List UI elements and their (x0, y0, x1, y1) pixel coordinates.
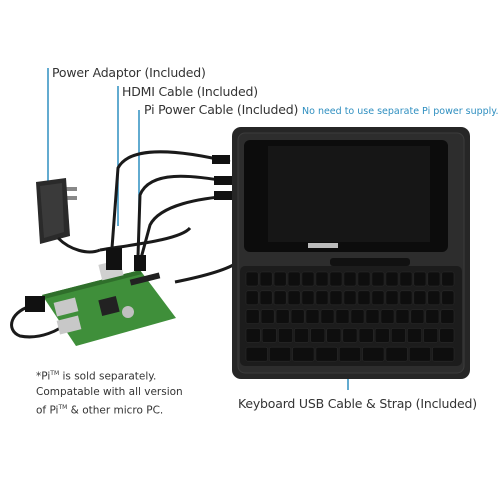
plug-1 (212, 155, 230, 164)
label-no-need: No need to use separate Pi power supply. (302, 106, 499, 117)
note-line-3: of PiTM & other micro PC. (36, 403, 164, 417)
keyboard-key (315, 290, 329, 306)
note-line-1: *PiTM is sold separately. (36, 370, 157, 383)
keyboard-key (294, 328, 309, 343)
keyboard-key (301, 271, 315, 287)
plug-2 (214, 176, 232, 185)
keyboard-key (385, 271, 399, 287)
keyboard-key (245, 309, 260, 324)
keyboard-key (385, 290, 399, 306)
compatibility-note: *PiTM is sold separately. Compatable wit… (36, 366, 183, 418)
keyboard-key (245, 290, 259, 306)
keyboard-key (390, 328, 406, 343)
keyboard-key (329, 290, 343, 306)
keyboard-key (432, 346, 455, 362)
keyboard-key (365, 309, 380, 324)
keyboard-key (413, 271, 427, 287)
keyboard-key (335, 309, 350, 324)
keyboard-key (287, 290, 301, 306)
keyboard-key (439, 328, 455, 343)
keyboard-key (343, 271, 357, 287)
keyboard-key (413, 290, 427, 306)
keyboard-key (287, 271, 301, 287)
keyboard-key (261, 328, 277, 343)
keyboard-key (357, 290, 371, 306)
keyboard-key (342, 328, 358, 343)
tablet-case (232, 127, 470, 379)
keyboard-key (410, 309, 425, 324)
keyboard-key (423, 328, 439, 343)
keyboard-key (425, 309, 440, 324)
keyboard-key (362, 346, 385, 362)
note-line-2: Compatable with all version (36, 385, 183, 398)
keyboard-key (290, 309, 305, 324)
keyboard-key (395, 309, 410, 324)
keyboard-key (326, 328, 342, 343)
keyboard-key (301, 290, 315, 306)
label-keyboard-cable: Keyboard USB Cable & Strap (Included) (238, 396, 477, 411)
micro-usb-connector (134, 255, 146, 271)
power-adaptor (36, 178, 101, 254)
keyboard-key (310, 328, 326, 343)
keyboard-key (320, 309, 335, 324)
keyboard-strap (330, 258, 410, 266)
keyboard-key (277, 328, 293, 343)
keyboard-key (427, 271, 441, 287)
keyboard-key (338, 346, 362, 362)
keyboard-key (371, 271, 385, 287)
keyboard-key (374, 328, 390, 343)
keyboard-key (441, 290, 455, 306)
keyboard-key (440, 309, 455, 324)
keyboard-key (427, 290, 441, 306)
keyboard-key (259, 290, 273, 306)
keyboard-key (441, 271, 455, 287)
tablet-screen (268, 146, 430, 242)
brand-logo (308, 243, 338, 248)
keyboard-key (245, 328, 261, 343)
keyboard-key (350, 309, 365, 324)
hdmi-connector (106, 248, 122, 270)
keyboard-key (380, 309, 395, 324)
keyboard-key (259, 271, 273, 287)
keyboard-key (399, 271, 413, 287)
keyboard-key (260, 309, 275, 324)
keyboard-key (245, 271, 259, 287)
keyboard-key (385, 346, 408, 362)
keyboard-key (358, 328, 374, 343)
keyboard-key (273, 290, 287, 306)
label-pi-power-cable: Pi Power Cable (Included) (144, 102, 299, 117)
keyboard-key (305, 309, 320, 324)
keyboard-key (245, 346, 268, 362)
keyboard-key (315, 271, 329, 287)
label-power-adaptor: Power Adaptor (Included) (52, 65, 206, 80)
keyboard-key (371, 290, 385, 306)
plug-3 (214, 191, 232, 200)
keyboard-key (343, 290, 357, 306)
label-hdmi-cable: HDMI Cable (Included) (122, 84, 258, 99)
keyboard-key (407, 328, 422, 343)
keyboard-key (268, 346, 292, 362)
keyboard-keys (245, 271, 455, 362)
keyboard-key (408, 346, 432, 362)
keyboard-key (315, 346, 338, 362)
keyboard-key (329, 271, 343, 287)
keyboard-key (292, 346, 315, 362)
keyboard-key (399, 290, 413, 306)
keyboard-key (275, 309, 290, 324)
keyboard-key (273, 271, 287, 287)
keyboard-key (357, 271, 371, 287)
